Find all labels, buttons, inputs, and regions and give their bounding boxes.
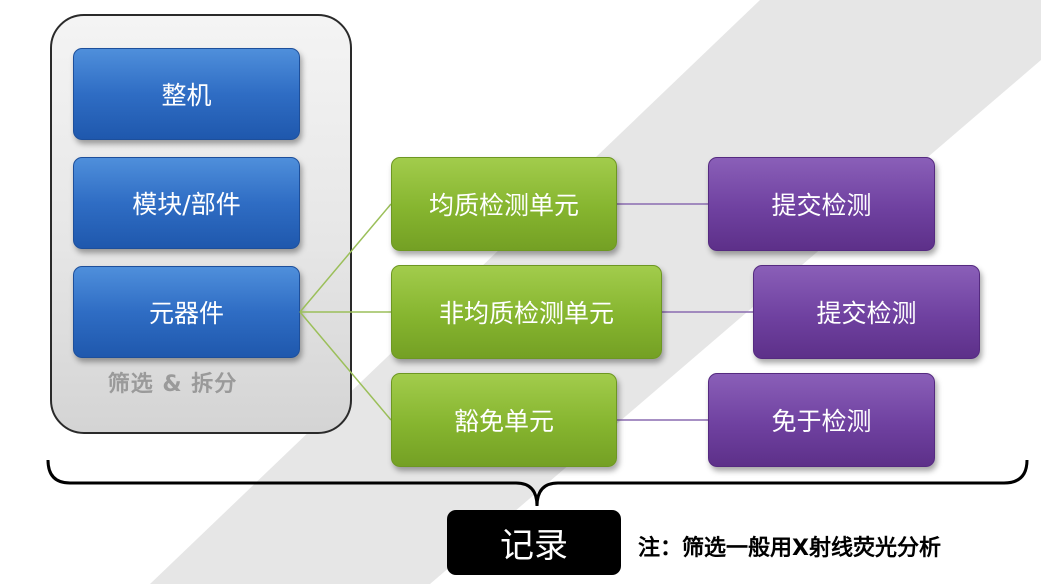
nonhomogeneous-unit-box: 非均质检测单元 — [391, 265, 662, 359]
whole-machine-box: 整机 — [73, 48, 300, 140]
connector-to-homogeneous — [299, 203, 392, 313]
submit-test-box-2: 提交检测 — [753, 265, 980, 359]
record-box: 记录 — [447, 510, 621, 575]
homogeneous-unit-box: 均质检测单元 — [391, 157, 617, 251]
exempt-unit-box: 豁免单元 — [391, 373, 617, 467]
connector-to-exempt — [299, 311, 392, 421]
screening-caption: 筛选 & 拆分 — [107, 372, 238, 397]
module-part-box: 模块/部件 — [73, 157, 300, 249]
component-box: 元器件 — [73, 266, 300, 358]
exempt-test-box: 免于检测 — [708, 373, 935, 467]
bottom-brace — [46, 459, 1029, 507]
submit-test-box-1: 提交检测 — [708, 157, 935, 251]
note-text: 注：筛选一般用X射线荧光分析 — [638, 536, 941, 561]
